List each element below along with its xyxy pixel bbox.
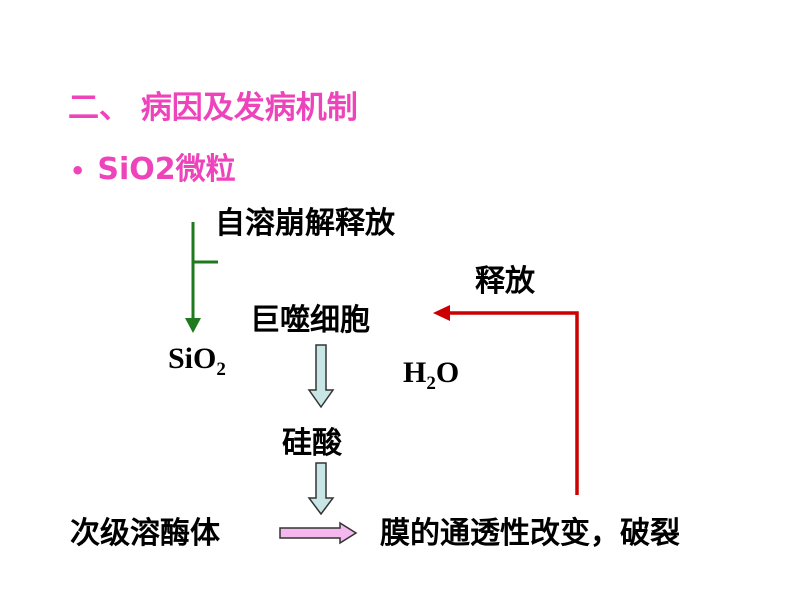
block-arrow-to-membrane [279,521,358,545]
node-secondary-lysosome: 次级溶酶体 [70,516,220,551]
bullet-text: SiO2微粒 [97,152,236,187]
node-release: 释放 [475,264,535,299]
bullet-dot: • [70,156,86,185]
node-silicic-acid: 硅酸 [282,426,342,461]
node-membrane-change: 膜的通透性改变，破裂 [380,516,680,551]
node-macrophage: 巨噬细胞 [250,303,370,338]
formula-h2o: H2O [403,356,460,394]
formula-sio2: SiO2 [168,342,226,380]
bullet-item: • SiO2微粒 [70,144,236,188]
section-heading: 二、 病因及发病机制 [68,90,358,126]
red-feedback-arrow [433,305,579,495]
block-arrow-to-lysosome [307,462,335,516]
block-arrow-to-silicic-acid [307,344,335,409]
green-arrow [185,222,218,333]
node-autolysis-release: 自溶崩解释放 [215,206,395,241]
